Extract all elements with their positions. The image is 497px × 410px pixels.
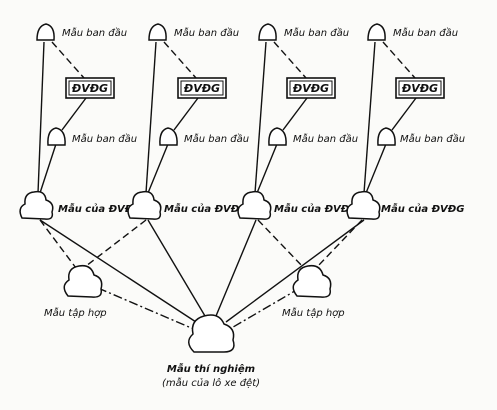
edge-col1-top-to-box (51, 41, 85, 79)
connectors (37, 41, 417, 331)
edge-col4-top-to-bottom (363, 41, 376, 194)
edge-unit2-to-composite1 (85, 219, 147, 267)
edge-col3-box-to-mid (282, 97, 308, 131)
unit-box-label-1: ĐVĐG (71, 82, 108, 95)
column-2: Mẫu ban đầu ĐVĐG Mẫu ban đầu Mẫu của ĐVĐ… (127, 23, 249, 220)
unit-box-1: ĐVĐG (65, 77, 115, 99)
top-sample-blob-3 (258, 23, 277, 41)
composite-sample-blob-2 (292, 264, 332, 298)
unit-box-label-4: ĐVĐG (401, 82, 438, 95)
top-sample-label-2: Mẫu ban đầu (174, 27, 239, 39)
composite-2: Mẫu tập hợp (282, 264, 345, 319)
edge-composite2-to-test (227, 287, 301, 331)
test-sample: Mẫu thí nghiệm (mẫu của lô xe đệt) (162, 314, 260, 389)
edge-unit4-to-test (225, 219, 365, 323)
unit-box-label-2: ĐVĐG (183, 82, 220, 95)
edge-col1-top-to-bottom (37, 41, 45, 194)
unit-sample-label-4: Mẫu của ĐVĐG (381, 202, 464, 215)
edge-col2-mid-to-bottom (147, 143, 169, 194)
mid-sample-blob-1 (47, 127, 66, 146)
column-1: Mẫu ban đầu ĐVĐG Mẫu ban đầu Mẫu của ĐVĐ… (19, 23, 141, 220)
edge-unit1-to-composite1 (39, 219, 77, 269)
composite-sample-label-1: Mẫu tập hợp (44, 307, 107, 319)
edge-col3-mid-to-bottom (256, 143, 278, 194)
test-sample-sublabel: (mẫu của lô xe đệt) (162, 377, 260, 389)
column-4: Mẫu ban đầu ĐVĐG Mẫu ban đầu Mẫu của ĐVĐ… (346, 23, 465, 220)
unit-sample-blob-2 (127, 190, 162, 220)
unit-sample-label-3: Mẫu của ĐVĐG (274, 202, 357, 215)
test-sample-label: Mẫu thí nghiệm (167, 362, 255, 375)
edge-col1-mid-to-bottom (39, 143, 57, 194)
unit-sample-blob-4 (346, 190, 381, 220)
unit-sample-label-2: Mẫu của ĐVĐG (164, 202, 247, 215)
composite-sample-label-2: Mẫu tập hợp (282, 307, 345, 319)
edge-col3-top-to-bottom (254, 41, 267, 194)
edge-col1-box-to-mid (61, 97, 87, 131)
edge-unit3-to-composite2 (257, 219, 305, 269)
mid-sample-label-4: Mẫu ban đầu (400, 133, 465, 145)
edge-col2-box-to-mid (173, 97, 199, 131)
column-3: Mẫu ban đầu ĐVĐG Mẫu ban đầu Mẫu của ĐVĐ… (237, 23, 358, 220)
top-sample-label-3: Mẫu ban đầu (284, 27, 349, 39)
edge-col4-mid-to-bottom (365, 143, 387, 194)
unit-sample-blob-1 (19, 190, 54, 220)
unit-sample-blob-3 (237, 190, 272, 220)
edge-composite1-to-test (97, 287, 197, 331)
top-sample-label-1: Mẫu ban đầu (62, 27, 127, 39)
top-sample-blob-2 (148, 23, 167, 41)
composite-sample-blob-1 (63, 264, 103, 298)
top-sample-blob-1 (36, 23, 55, 41)
edge-unit1-to-test (39, 219, 197, 323)
unit-box-3: ĐVĐG (286, 77, 336, 99)
edge-col4-box-to-mid (391, 97, 417, 131)
top-sample-blob-4 (367, 23, 386, 41)
edge-col2-top-to-box (163, 41, 197, 79)
mid-sample-blob-4 (377, 127, 396, 146)
mid-sample-label-2: Mẫu ban đầu (184, 133, 249, 145)
unit-box-4: ĐVĐG (395, 77, 445, 99)
edge-col3-top-to-box (273, 41, 307, 79)
mid-sample-blob-3 (268, 127, 287, 146)
mid-sample-blob-2 (159, 127, 178, 146)
top-sample-label-4: Mẫu ban đầu (393, 27, 458, 39)
edge-unit2-to-test (147, 219, 206, 317)
composite-1: Mẫu tập hợp (44, 264, 107, 319)
edge-col4-top-to-box (382, 41, 416, 79)
edge-col2-top-to-bottom (145, 41, 157, 194)
unit-box-2: ĐVĐG (177, 77, 227, 99)
unit-sample-label-1: Mẫu của ĐVĐG (58, 202, 141, 215)
edge-unit3-to-test (215, 219, 257, 317)
mid-sample-label-3: Mẫu ban đầu (293, 133, 358, 145)
unit-box-label-3: ĐVĐG (292, 82, 329, 95)
test-sample-blob (188, 314, 235, 353)
mid-sample-label-1: Mẫu ban đầu (72, 133, 137, 145)
